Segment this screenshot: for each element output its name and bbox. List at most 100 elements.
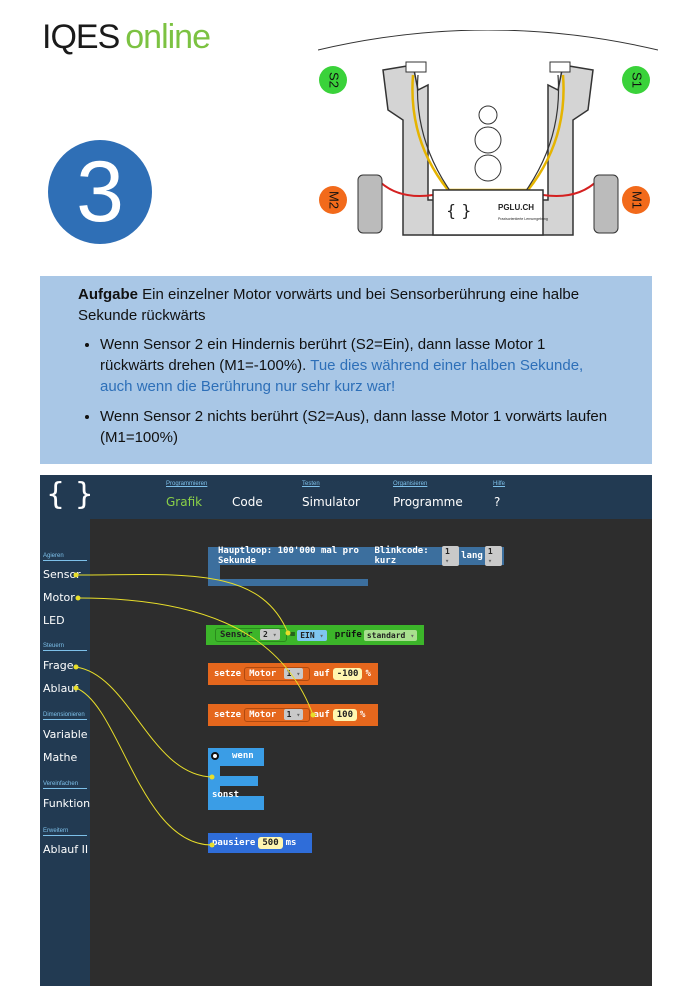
sensor-slot[interactable]: Sensor 2 ▾ — [215, 628, 287, 642]
sidebar-item-sensor[interactable]: Sensor — [43, 568, 81, 581]
pause-value-field[interactable]: 500 — [258, 837, 283, 849]
m2-motor-label: Motor — [249, 710, 277, 720]
label-m2: M2 — [327, 191, 342, 209]
cat-vereinfachen: Vereinfachen — [43, 781, 87, 789]
m1-auf: auf — [313, 669, 330, 679]
mainloop-bottom — [208, 579, 368, 586]
board-sublabel: Praxisorientierte Lernumgebung — [498, 217, 548, 221]
if-footer — [208, 796, 264, 810]
task-intro-text: Ein einzelner Motor vorwärts und bei Sen… — [78, 286, 580, 324]
robot-diagram: { } PGLU.CH Praxisorientierte Lernumgebu… — [318, 30, 658, 236]
m2-value-field[interactable]: 100 — [332, 709, 358, 721]
chevron-down-icon: ▾ — [296, 670, 301, 678]
chevron-down-icon: ▾ — [272, 631, 277, 639]
pause-block[interactable]: pausiere 500 ms — [208, 833, 312, 853]
m2-num-select[interactable]: 1 ▾ — [283, 709, 304, 720]
m1-motor-label: Motor — [249, 669, 277, 679]
bullet2-text: Wenn Sensor 2 nichts berührt (S2=Aus), d… — [100, 408, 608, 446]
tab-grafik[interactable]: Grafik — [166, 495, 203, 509]
sensor-compare-block[interactable]: Sensor 2 ▾ = EIN ▾ prüfe standard ▾ — [206, 625, 424, 645]
blink-short-select[interactable]: 1 ▾ — [441, 546, 460, 566]
logo-text-iqes: IQES — [42, 18, 120, 56]
sensor-num-value: 2 — [262, 630, 268, 639]
task-box: Aufgabe Ein einzelner Motor vorwärts und… — [40, 276, 652, 464]
tab-programme[interactable]: Programme — [393, 495, 463, 509]
sensor-value-select[interactable]: EIN ▾ — [297, 629, 327, 641]
chevron-down-icon: ▾ — [296, 711, 301, 719]
label-s1: S1 — [630, 72, 645, 88]
sensor-label: Sensor — [220, 630, 253, 640]
pruefe-label: prüfe — [334, 630, 362, 640]
app-topbar: { } Programmieren Grafik Code Testen Sim… — [40, 475, 652, 519]
nav-section-hilfe: Hilfe — [493, 481, 506, 487]
m1-setze: setze — [214, 669, 242, 679]
sensor-num-select[interactable]: 2 ▾ — [259, 629, 280, 640]
if-label: wenn — [232, 751, 254, 761]
m2-num: 1 — [286, 710, 292, 719]
sidebar-item-mathe[interactable]: Mathe — [43, 751, 78, 764]
nav-section-programmieren: Programmieren — [166, 481, 208, 487]
motor-set-block-reverse[interactable]: setze Motor 1 ▾ auf -100 % — [208, 663, 378, 685]
m1-num-select[interactable]: 1 ▾ — [283, 668, 304, 679]
step-number-badge: 3 — [48, 140, 152, 244]
blink-long-label: lang — [461, 551, 483, 561]
motor-slot[interactable]: Motor 1 ▾ — [244, 708, 311, 722]
tab-help[interactable]: ? — [494, 495, 501, 509]
label-m1: M1 — [630, 191, 645, 209]
sidebar-item-motor[interactable]: Motor — [43, 591, 75, 604]
chevron-down-icon: ▾ — [487, 557, 493, 565]
mainloop-label: Hauptloop: 100'000 mal pro Sekunde — [218, 546, 359, 566]
nav-section-testen: Testen — [302, 481, 320, 487]
sensor-equals: = — [289, 630, 296, 640]
chevron-down-icon: ▾ — [410, 631, 415, 640]
mainloop-arm — [208, 565, 220, 579]
board-label: PGLU.CH — [498, 203, 534, 212]
task-intro: Aufgabe Ein einzelner Motor vorwärts und… — [78, 284, 612, 326]
sidebar-item-frage[interactable]: Frage — [43, 659, 74, 672]
sidebar-item-ablauf[interactable]: Ablauf — [43, 682, 79, 695]
blink-long-select[interactable]: 1 ▾ — [484, 546, 503, 566]
pruefe-value: standard — [366, 630, 406, 640]
task-bullet-1: Wenn Sensor 2 ein Hindernis berührt (S2=… — [100, 334, 612, 397]
bullet1-highlight: Tue dies während einer halben Sekunde, a… — [100, 357, 584, 395]
m1-value-field[interactable]: -100 — [332, 668, 363, 680]
blink-short-value: 1 — [444, 547, 450, 556]
bullet1-text: Wenn Sensor 2 ein Hindernis berührt (S2=… — [100, 336, 546, 374]
task-title: Aufgabe — [78, 286, 138, 303]
m1-num: 1 — [286, 669, 292, 678]
tab-simulator[interactable]: Simulator — [302, 495, 360, 509]
sidebar-item-led[interactable]: LED — [43, 614, 65, 627]
sidebar-item-ablauf-ii[interactable]: Ablauf II — [43, 843, 89, 856]
blink-long-value: 1 — [487, 547, 493, 556]
motor-slot[interactable]: Motor 1 ▾ — [244, 667, 311, 681]
pglu-brand-icon[interactable]: { } — [46, 477, 94, 512]
radio-icon[interactable] — [211, 752, 219, 760]
m2-setze: setze — [214, 710, 242, 720]
cat-steuern: Steuern — [43, 643, 87, 651]
blink-label: Blinkcode: kurz — [374, 546, 429, 566]
cat-erweitern: Erweitern — [43, 828, 87, 836]
mainloop-block[interactable]: Hauptloop: 100'000 mal pro Sekunde Blink… — [208, 546, 504, 566]
chevron-down-icon: ▾ — [319, 631, 324, 640]
task-bullet-2: Wenn Sensor 2 nichts berührt (S2=Aus), d… — [100, 406, 612, 448]
if-header — [208, 748, 264, 766]
logo-text-online: online — [125, 18, 211, 56]
sidebar-item-variable[interactable]: Variable — [43, 728, 88, 741]
tab-code[interactable]: Code — [232, 495, 263, 509]
svg-text:{ }: { } — [446, 201, 471, 220]
else-divider — [208, 776, 258, 786]
label-s2: S2 — [327, 72, 342, 88]
sensor-value: EIN — [300, 630, 315, 640]
nav-section-organisieren: Organisieren — [393, 481, 428, 487]
else-label: sonst — [212, 790, 240, 800]
sidebar-item-funktion[interactable]: Funktion — [43, 797, 91, 810]
block-palette-sidebar: Agieren Sensor Motor LED Steuern Frage A… — [40, 519, 90, 986]
pruefe-select[interactable]: standard ▾ — [363, 629, 418, 641]
motor-set-block-forward[interactable]: setze Motor 1 ▾ auf 100 % — [208, 704, 378, 726]
m2-auf: auf — [313, 710, 330, 720]
if-else-block[interactable]: wenn sonst — [208, 748, 264, 810]
pglu-app-screenshot: { } Programmieren Grafik Code Testen Sim… — [40, 475, 652, 986]
pause-unit: ms — [285, 838, 297, 848]
cat-dimensionieren: Dimensionieren — [43, 712, 87, 720]
